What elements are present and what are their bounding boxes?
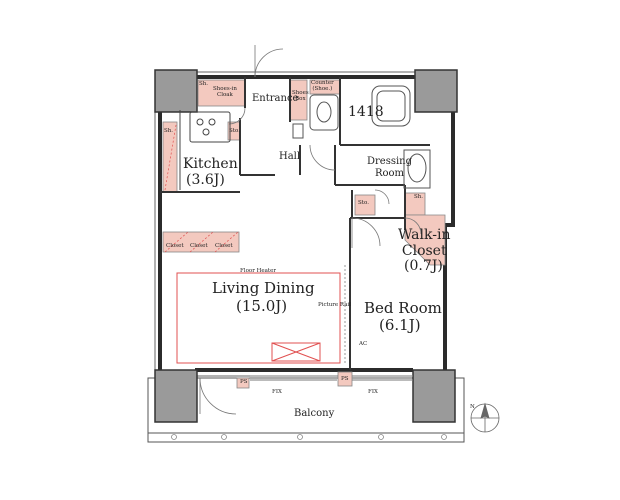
sh-label-3: Sh. [414, 194, 424, 200]
column-bottom-right [412, 369, 456, 423]
ac-unit [271, 342, 321, 362]
kitchen-label: Kitchen [183, 156, 238, 172]
column-top-left [154, 69, 198, 113]
column-top-right [414, 69, 458, 113]
interior-walls [160, 77, 430, 370]
hall-label: Hall [279, 151, 301, 162]
column-bottom-left [154, 369, 198, 423]
closet-label-2: Closet [190, 243, 208, 249]
living-size: (15.0J) [236, 297, 288, 315]
sto-label-1: Sto. [229, 128, 240, 134]
balcony-label: Balcony [294, 408, 335, 419]
closet-label-3: Closet [215, 243, 233, 249]
structural-columns [154, 69, 458, 423]
closet-hatch [164, 124, 239, 253]
ps-label-2: PS [341, 376, 349, 382]
bath-fixtures [292, 85, 431, 189]
north-label: N [470, 404, 475, 410]
picture-rail-label: Picture Rail [318, 302, 351, 308]
shoes-in-cloak-label: Shoes-in Cloak [213, 86, 237, 99]
balcony-area [147, 377, 465, 443]
walk-in-size: (0.7J) [404, 258, 443, 274]
floor-heater-label: Floor Heater [240, 268, 276, 274]
floor-heater-area [176, 272, 341, 364]
sh-label-2: Sh. [164, 128, 174, 134]
kitchen-size: (3.6J) [186, 172, 225, 188]
walk-in-closet-label: Walk-in Closet [398, 227, 451, 260]
shoes-box-label: Shoes Box [292, 90, 309, 103]
exterior-walls [158, 75, 455, 372]
north-arrow-icon [470, 402, 500, 433]
windows [250, 375, 413, 381]
kitchen-counter [179, 110, 231, 190]
sh-label-1: Sh. [199, 81, 209, 87]
bed-room-label: Bed Room [364, 299, 442, 317]
fix-label-1: FIX [272, 389, 282, 395]
bed-size: (6.1J) [379, 316, 421, 334]
door-swings [199, 45, 422, 415]
ac-label: AC [359, 341, 368, 347]
dressing-room-label: Dressing Room [367, 156, 413, 179]
storage-fills [162, 79, 446, 389]
fix-label-2: FIX [368, 389, 378, 395]
entrance-label: Entrance [252, 93, 299, 104]
counter-label: Counter (Shoe.) [311, 80, 334, 93]
living-dining-label: Living Dining [212, 279, 315, 297]
balcony-posts [171, 434, 447, 440]
sto-label-2: Sto. [358, 200, 369, 206]
unit-number: 1418 [348, 104, 384, 120]
ps-label-1: PS [240, 379, 248, 385]
closet-label-1: Closet [166, 243, 184, 249]
